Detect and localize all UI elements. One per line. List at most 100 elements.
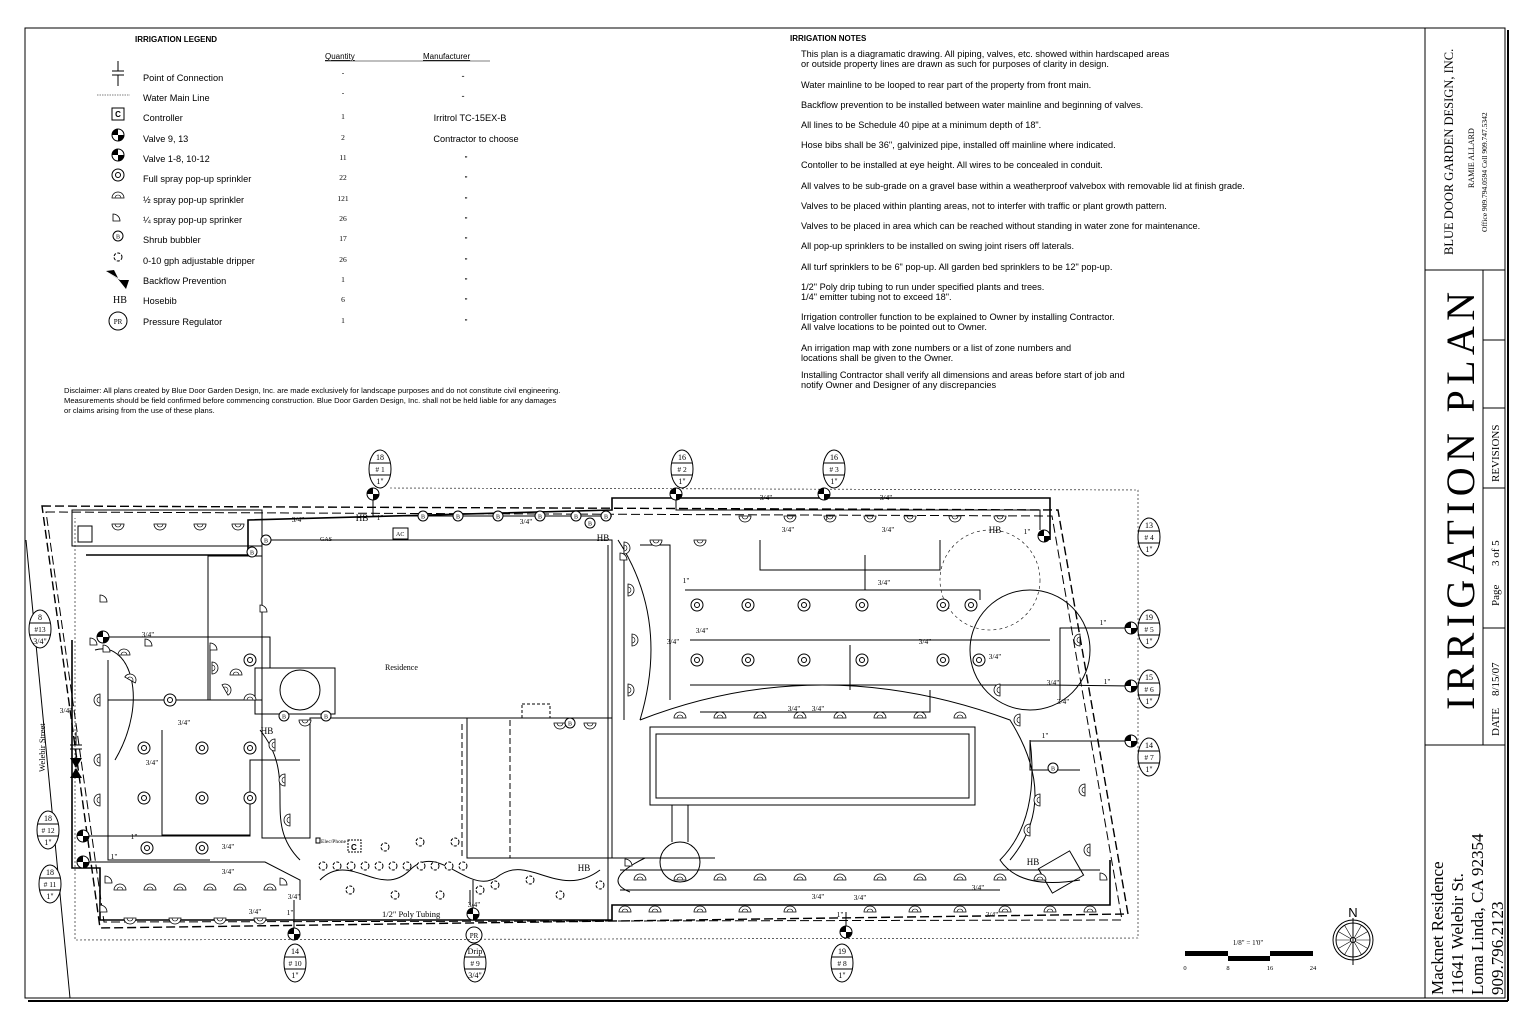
pipe-size-label: 3/4" [142,630,155,639]
callout-gpm: 18 [44,814,52,823]
callout-size: 1" [291,971,298,980]
legend-quantity: 2 [341,133,345,142]
callout-gpm: 16 [830,453,838,462]
half-spray-sprinkler-icon [631,633,639,647]
callout-gpm: 18 [46,868,54,877]
hosebib-icon: HB [578,863,591,873]
scale-bar: 1/8" = 1'0" 0 8 16 24 [1183,939,1317,972]
bubbler-symbol: B [264,539,268,545]
valve-icon [466,907,480,921]
hosebib-icon: HB [989,525,1002,535]
full-spray-sprinkler-icon [741,598,755,612]
full-spray-sprinkler-icon [163,693,177,707]
half-spray-sprinkler-icon [793,873,807,881]
dripper-icon [435,890,445,900]
full-spray-sprinkler-icon [243,791,257,805]
residence-footprint [261,539,613,859]
shrub-bubbler-icon: B [584,517,596,529]
legend-label: Hosebib [143,296,177,306]
pipe-size-label: 3/4" [878,578,891,587]
title-block: BLUE DOOR GARDEN DESIGN, INC. RAMIE ALLA… [1424,28,1507,998]
callout-gpm: 8 [38,613,42,622]
poly-drip-tubing [319,860,601,882]
full-spray-sprinkler-icon [936,653,950,667]
shrub-bubbler-icon: B [600,510,612,522]
bed-curve [259,729,301,861]
patio-arc-2 [999,739,1081,883]
half-spray-sprinkler-icon [111,523,125,531]
page-number: 3 of 5 [1490,540,1502,566]
hosebib-icon: HB [113,295,127,306]
callout-zone: # 10 [288,959,301,968]
shrub-bubbler-icon: B [570,510,582,522]
bubbler-symbol: B [496,515,500,521]
note-line: All lines to be Schedule 40 pipe at a mi… [801,120,1041,130]
legend-manufacturer: " [465,297,468,306]
legend-quantity: - [342,88,345,97]
half-spray-sprinkler-icon [693,539,707,547]
half-spray-sprinkler-icon [618,905,632,913]
note-line: locations shall be given to the Owner. [801,353,953,363]
pipe-size-label: 3/4" [60,706,73,715]
callout-gpm: 14 [291,947,299,956]
callout-zone: # 1 [375,465,385,474]
half-spray-sprinkler-icon [993,683,1001,697]
dripper-icon [346,861,356,871]
bubbler-symbol: B [568,722,572,728]
full-spray-sprinkler-icon [972,653,986,667]
half-spray-sprinkler-icon [627,583,635,597]
legend-quantity: 6 [341,295,345,304]
half-spray-sprinkler-icon [833,711,847,719]
callout-zone: #13 [34,625,46,634]
half-spray-sprinkler-icon [873,711,887,719]
callout-gpm: 19 [838,947,846,956]
legend-quantity: 1 [341,112,345,121]
half-spray-sprinkler-icon [298,719,312,727]
half-spray-sprinkler-icon [583,722,597,730]
pipe-size-label: 3/4" [882,525,895,534]
disclaimer-line: Disclaimer: All plans created by Blue Do… [64,386,560,395]
bubbler-symbol: B [250,551,254,557]
legend-label: Water Main Line [143,93,210,103]
callout-size: 1" [1145,697,1152,706]
half-spray-sprinkler-icon [993,515,1007,523]
shrub-bubbler-icon: B [112,230,124,242]
bed-curve [94,648,134,761]
date-value: 8/15/07 [1490,662,1502,696]
legend-label: 0-10 gph adjustable dripper [143,256,255,266]
legend-manufacturer: " [465,175,468,184]
half-spray-sprinkler-icon [193,523,207,531]
valve-icon [76,829,90,843]
spa [659,841,701,883]
scale-tick: 8 [1226,965,1229,972]
valve-callout: 18# 11" [368,449,392,489]
sheet-border [24,27,1506,999]
poly-tubing-label: 1/2" Poly Tubing [382,909,441,919]
pipe-size-label: 3/4" [1047,678,1060,687]
half-spray-sprinkler-icon [1033,793,1041,807]
full-spray-sprinkler-icon [964,598,978,612]
quarter-spray-sprinkler-icon [279,877,288,886]
valve-callout: 16# 31" [822,449,846,489]
lot-boundary-inner [45,511,1123,923]
quarter-spray-sprinkler-icon [99,594,108,603]
utility-box [77,525,93,543]
full-spray-sprinkler-icon [797,598,811,612]
half-spray-sprinkler-icon [913,873,927,881]
half-spray-sprinkler-icon [229,668,243,676]
half-spray-sprinkler-icon [673,873,687,881]
note-line: This plan is a diagramatic drawing. All … [801,49,1170,59]
half-spray-sprinkler-icon [953,711,967,719]
note-line: Valves to be placed within planting area… [801,201,1167,211]
half-spray-sprinkler-icon [221,683,232,696]
half-spray-sprinkler-icon [903,515,917,523]
valve-callout: 18# 121" [36,810,60,850]
legend-manufacturer: Irritrol TC-15EX-B [434,113,507,123]
half-spray-sprinkler-icon [233,883,247,891]
legend-manufacturer: " [465,318,468,327]
irrigation-notes: IRRIGATION NOTES This plan is a diagrama… [790,34,1245,390]
date-label: DATE [1490,708,1502,736]
pipe-size-label: 3/4" [520,517,533,526]
shrub-bubbler-icon: B [260,534,272,546]
